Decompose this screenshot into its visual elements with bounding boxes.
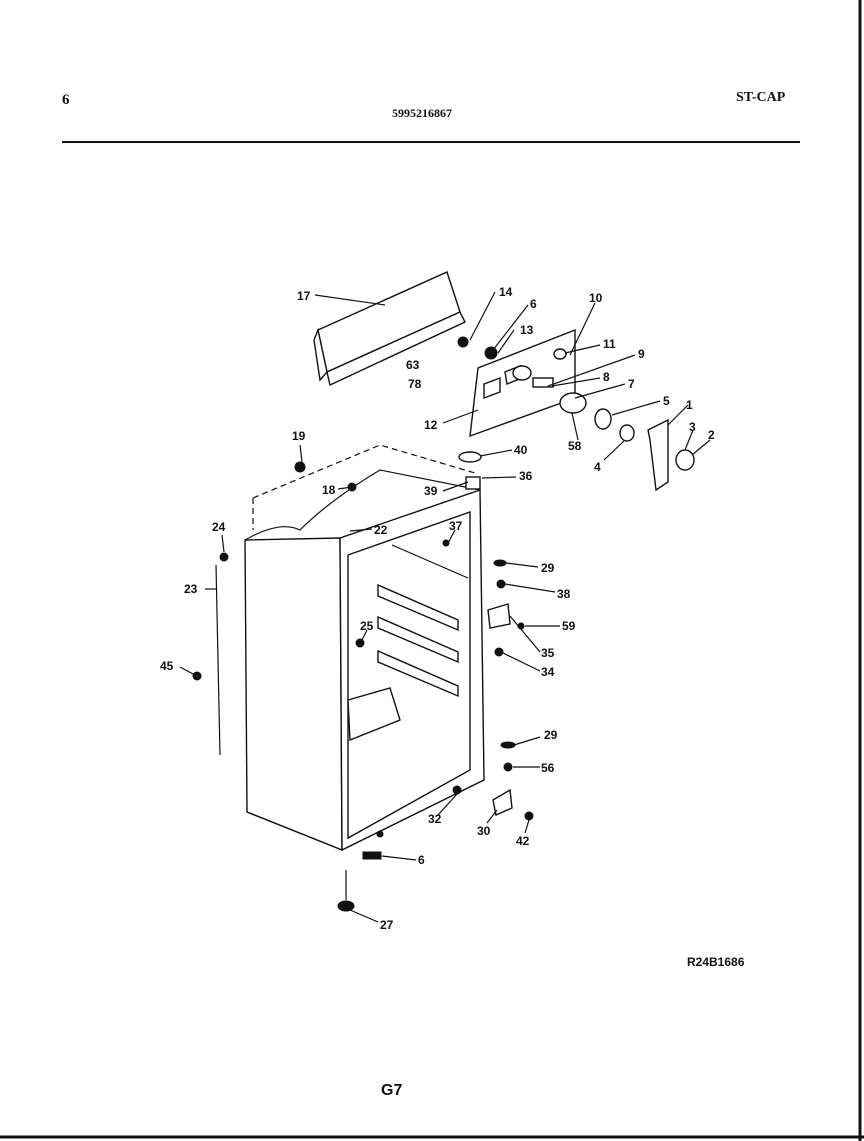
callout-label: 13	[520, 323, 534, 337]
callout-label: 63	[406, 358, 420, 372]
doc-code: ST-CAP	[736, 90, 786, 105]
callout-label: 24	[212, 520, 226, 534]
callout-label: 22	[374, 523, 388, 537]
callout-label: 2	[708, 428, 715, 442]
header-rule	[62, 141, 800, 143]
door-hardware	[337, 451, 534, 912]
diagram-reference: R24B1686	[687, 955, 745, 969]
callout-label: 35	[541, 646, 555, 660]
callout-label: 34	[541, 665, 555, 679]
callout-label: 45	[160, 659, 174, 673]
thermostat-parts	[457, 336, 695, 492]
callout-label: 19	[292, 429, 306, 443]
callout-label: 78	[408, 377, 422, 391]
callout-label: 25	[360, 619, 374, 633]
page-id: G7	[381, 1082, 403, 1099]
callout-label: 42	[516, 834, 530, 848]
callout-label: 12	[424, 418, 438, 432]
callout-label: 56	[541, 761, 555, 775]
callout-label: 30	[477, 824, 491, 838]
cabinet	[244, 444, 485, 852]
callout-label: 6	[530, 297, 537, 311]
callout-label: 32	[428, 812, 442, 826]
callout-label: 7	[628, 377, 635, 391]
callout-labels: 17 14 6 10 13 11 63 9 78 8 7 12 5 1 58 3…	[160, 285, 715, 932]
callout-label: 17	[297, 289, 311, 303]
callout-label: 27	[380, 918, 394, 932]
callout-label: 1	[686, 398, 693, 412]
callout-label: 8	[603, 370, 610, 384]
hinge-rod	[192, 461, 450, 756]
callout-label: 40	[514, 443, 528, 457]
callout-label: 59	[562, 619, 576, 633]
callout-label: 29	[544, 728, 558, 742]
callout-label: 37	[449, 519, 463, 533]
model-number: 5995216867	[392, 106, 452, 120]
callout-label: 38	[557, 587, 571, 601]
top-panel	[313, 271, 466, 387]
callout-label: 29	[541, 561, 555, 575]
callout-label: 36	[519, 469, 533, 483]
control-panel	[469, 328, 576, 438]
callout-label: 5	[663, 394, 670, 408]
callout-label: 58	[568, 439, 582, 453]
callout-label: 3	[689, 420, 696, 434]
callout-label: 18	[322, 483, 336, 497]
callout-label: 11	[603, 337, 616, 351]
callout-label: 14	[499, 285, 513, 299]
callout-label: 9	[638, 347, 645, 361]
callout-label: 10	[589, 291, 603, 305]
callout-label: 39	[424, 484, 438, 498]
callout-label: 23	[184, 582, 198, 596]
leader-lines	[179, 291, 711, 923]
callout-label: 4	[594, 460, 601, 474]
page-number: 6	[62, 92, 70, 108]
callout-label: 6	[418, 853, 425, 867]
